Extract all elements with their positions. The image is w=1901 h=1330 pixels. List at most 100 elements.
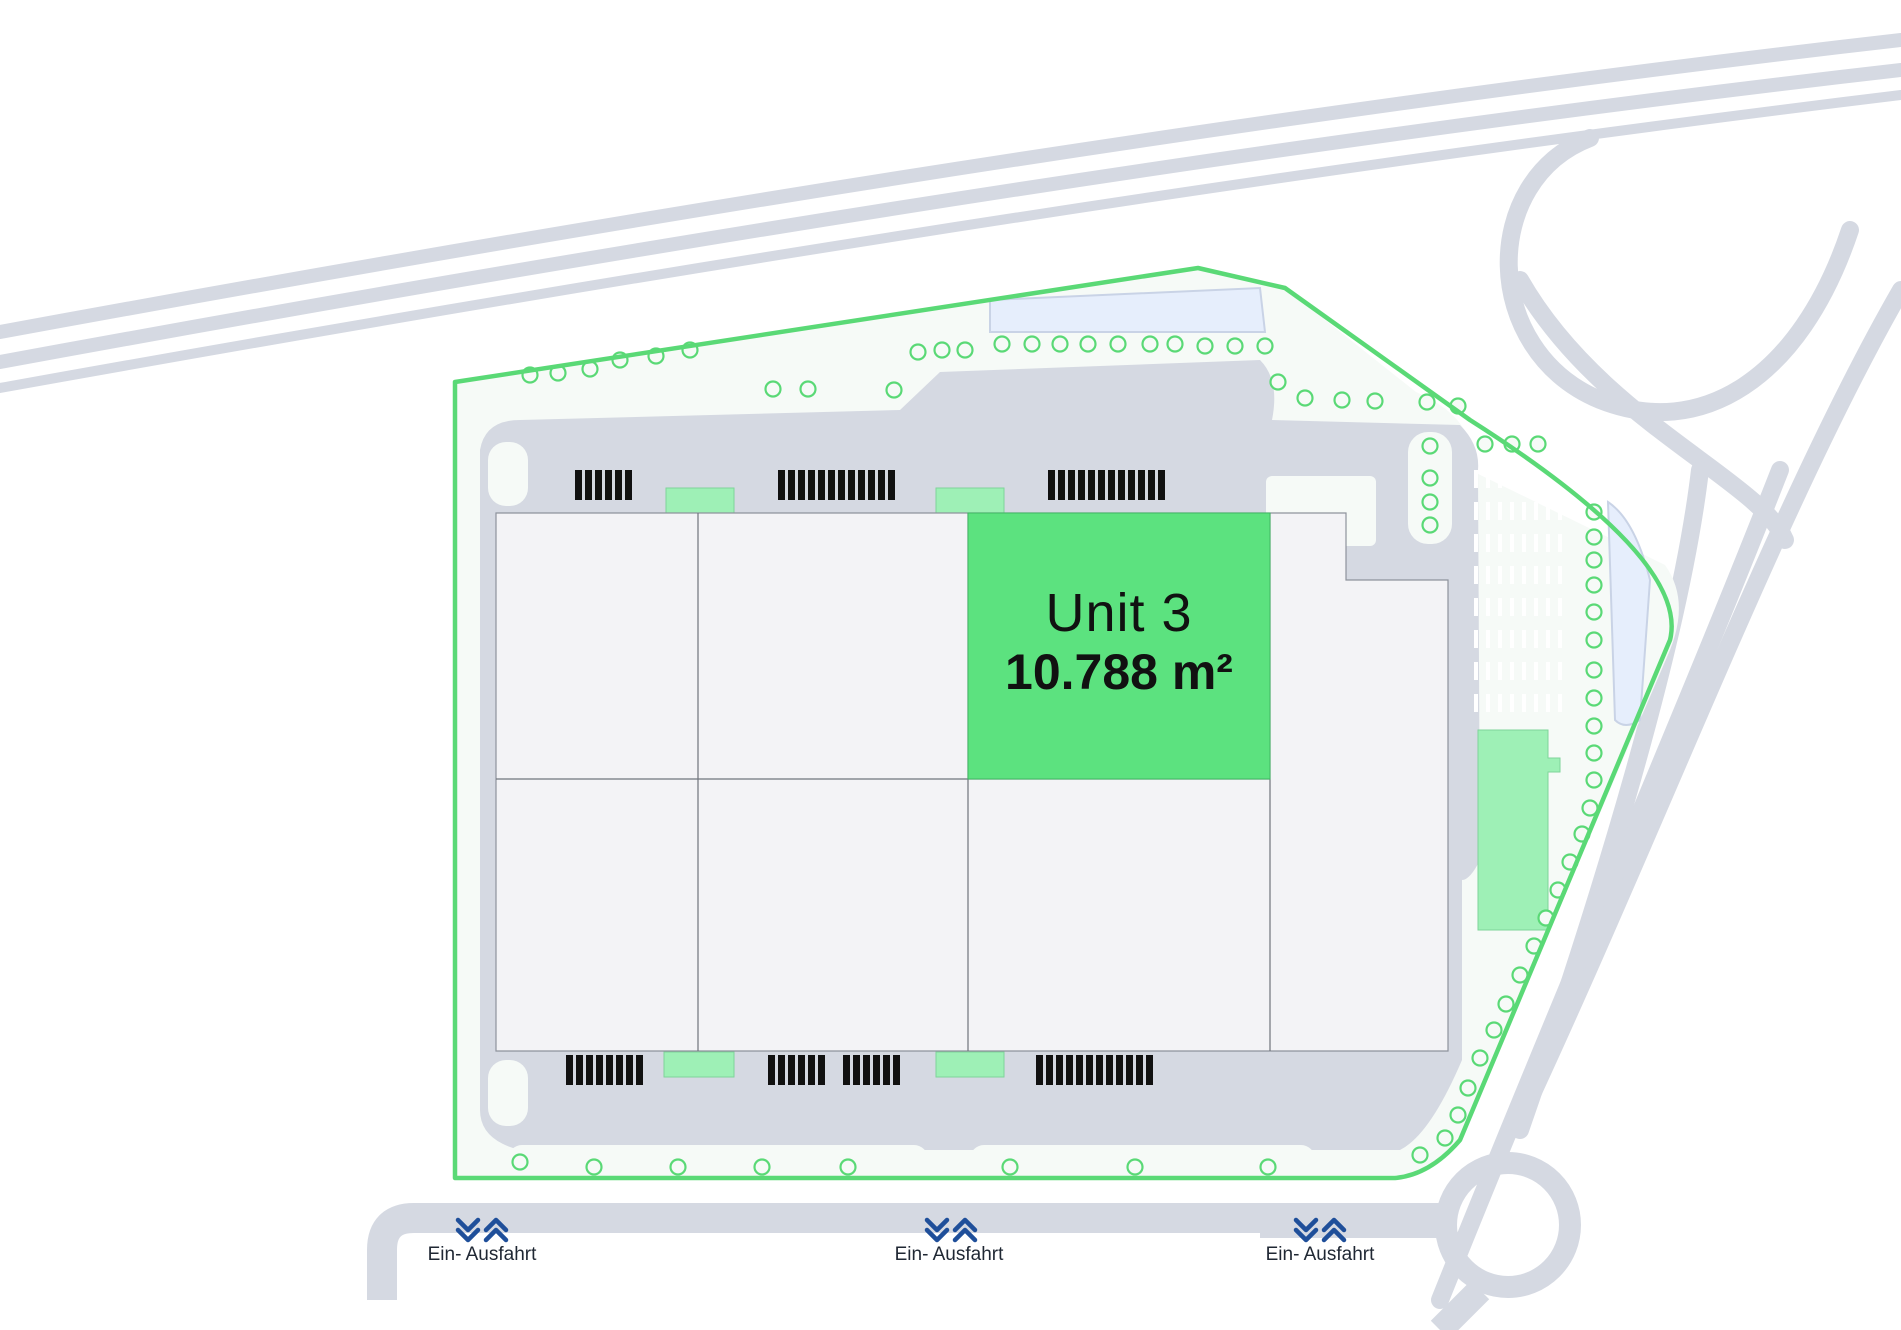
loading-dock-icon bbox=[853, 1055, 860, 1085]
loading-dock-icon bbox=[566, 1055, 573, 1085]
loading-dock-icon bbox=[808, 1055, 815, 1085]
tree-icon bbox=[1585, 689, 1603, 707]
loading-dock-icon bbox=[1068, 470, 1075, 500]
loading-dock-icon bbox=[1126, 1055, 1133, 1085]
tree-icon bbox=[1529, 435, 1547, 453]
tree-icon bbox=[1585, 631, 1603, 649]
loading-dock-icon bbox=[818, 470, 825, 500]
tree-icon bbox=[909, 343, 927, 361]
exit-arrow-icon bbox=[483, 1217, 509, 1243]
tree-icon bbox=[1269, 373, 1287, 391]
access-road bbox=[367, 1203, 1450, 1300]
tree-icon bbox=[1051, 335, 1069, 353]
loading-dock-icon bbox=[596, 1055, 603, 1085]
tree-icon bbox=[1141, 335, 1159, 353]
tree-icon bbox=[1333, 391, 1351, 409]
loading-dock-icon bbox=[1146, 1055, 1153, 1085]
exit-label-west: Ein- Ausfahrt bbox=[427, 1244, 537, 1265]
exit-arrow-icon bbox=[952, 1217, 978, 1243]
tree-icon bbox=[1418, 393, 1436, 411]
loading-dock-icon bbox=[888, 470, 895, 500]
tree-icon bbox=[1421, 469, 1439, 487]
loading-dock-icon bbox=[605, 470, 612, 500]
loading-dock-icon bbox=[585, 470, 592, 500]
loading-dock-icon bbox=[1108, 470, 1115, 500]
tree-icon bbox=[799, 380, 817, 398]
loading-dock-icon bbox=[586, 1055, 593, 1085]
loading-dock-icon bbox=[778, 470, 785, 500]
loading-dock-icon bbox=[625, 470, 632, 500]
loading-dock-icon bbox=[893, 1055, 900, 1085]
loading-dock-icon bbox=[778, 1055, 785, 1085]
loading-dock-icon bbox=[1076, 1055, 1083, 1085]
loading-dock-icon bbox=[768, 1055, 775, 1085]
loading-dock-icon bbox=[818, 1055, 825, 1085]
loading-dock-icon bbox=[828, 470, 835, 500]
loading-dock-icon bbox=[1148, 470, 1155, 500]
entry-arrow-icon bbox=[924, 1217, 950, 1243]
loading-dock-icon bbox=[863, 1055, 870, 1085]
loading-dock-icon bbox=[843, 1055, 850, 1085]
tree-icon bbox=[1585, 744, 1603, 762]
loading-dock-icon bbox=[858, 470, 865, 500]
tree-icon bbox=[1166, 335, 1184, 353]
unit-3-highlight[interactable] bbox=[967, 512, 1271, 780]
site-boundary bbox=[452, 265, 1674, 1181]
loading-dock-icon bbox=[1128, 470, 1135, 500]
loading-dock-icon bbox=[868, 470, 875, 500]
exit-arrow-icon bbox=[1321, 1217, 1347, 1243]
loading-dock-icon bbox=[788, 1055, 795, 1085]
loading-dock-icon bbox=[798, 1055, 805, 1085]
tree-icon bbox=[933, 341, 951, 359]
loading-dock-icon bbox=[1096, 1055, 1103, 1085]
tree-icon bbox=[993, 335, 1011, 353]
loading-dock-icon bbox=[1086, 1055, 1093, 1085]
tree-icon bbox=[1476, 435, 1494, 453]
loading-dock-icon bbox=[1116, 1055, 1123, 1085]
loading-dock-icon bbox=[1136, 1055, 1143, 1085]
loading-dock-icon bbox=[878, 470, 885, 500]
tree-icon bbox=[1109, 335, 1127, 353]
water-basins bbox=[989, 286, 1652, 726]
loading-dock-icon bbox=[1056, 1055, 1063, 1085]
loading-dock-icon bbox=[788, 470, 795, 500]
loading-dock-icon bbox=[1066, 1055, 1073, 1085]
tree-icon bbox=[1421, 437, 1439, 455]
loading-dock-icon bbox=[1046, 1055, 1053, 1085]
tree-icon bbox=[956, 341, 974, 359]
loading-dock-icon bbox=[798, 470, 805, 500]
tree-icon bbox=[1585, 576, 1603, 594]
tree-icon bbox=[1079, 335, 1097, 353]
tree-icon bbox=[1196, 337, 1214, 355]
tree-icon bbox=[1497, 995, 1515, 1013]
loading-dock-icon bbox=[576, 1055, 583, 1085]
exit-label-east: Ein- Ausfahrt bbox=[1265, 1244, 1375, 1265]
tree-icon bbox=[1023, 335, 1041, 353]
tree-icon bbox=[1585, 771, 1603, 789]
tree-icon bbox=[1585, 661, 1603, 679]
loading-dock-icon bbox=[1058, 470, 1065, 500]
loading-dock-icon bbox=[575, 470, 582, 500]
tree-icon bbox=[1485, 1021, 1503, 1039]
tree-icon bbox=[511, 1153, 529, 1171]
loading-docks-north bbox=[575, 470, 1165, 500]
tree-icon bbox=[1366, 392, 1384, 410]
loading-dock-icon bbox=[636, 1055, 643, 1085]
entry-exit-arrows bbox=[455, 1217, 1347, 1243]
tree-icon bbox=[1585, 551, 1603, 569]
tree-icon bbox=[764, 380, 782, 398]
tree-icon bbox=[1226, 337, 1244, 355]
exit-label-center: Ein- Ausfahrt bbox=[894, 1244, 1004, 1265]
office-blocks bbox=[663, 487, 1561, 1078]
entry-arrow-icon bbox=[455, 1217, 481, 1243]
tree-icon bbox=[1256, 337, 1274, 355]
loading-dock-icon bbox=[1098, 470, 1105, 500]
tree-icon bbox=[1126, 1158, 1144, 1176]
tree-icon bbox=[1585, 717, 1603, 735]
landscape-islands bbox=[488, 432, 1452, 1175]
loading-dock-icon bbox=[808, 470, 815, 500]
loading-dock-icon bbox=[616, 1055, 623, 1085]
loading-dock-icon bbox=[1036, 1055, 1043, 1085]
tree-icon bbox=[885, 381, 903, 399]
